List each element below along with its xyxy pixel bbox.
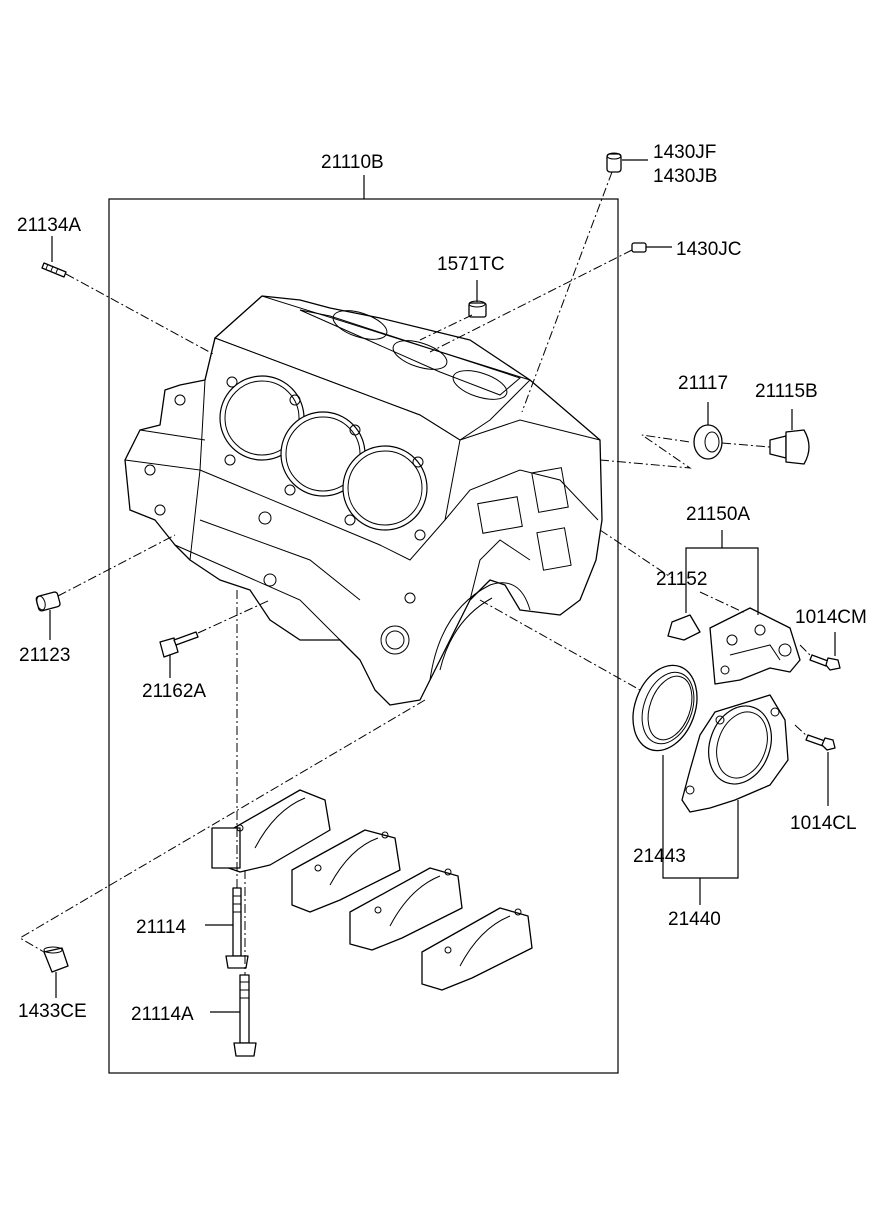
label-1014cl: 1014CL — [790, 813, 857, 834]
label-1430jf: 1430JF — [653, 142, 716, 163]
label-1433ce: 1433CE — [18, 1001, 87, 1022]
assembly-frame — [108, 175, 619, 1074]
gasket-21152-part — [667, 614, 701, 641]
washer-21117-part — [693, 402, 723, 460]
label-21123: 21123 — [19, 645, 70, 666]
label-1571tc: 1571TC — [437, 254, 505, 275]
label-21114a: 21114A — [131, 1004, 194, 1025]
leader-21134a — [65, 273, 216, 356]
label-21134a: 21134A — [17, 215, 81, 236]
label-21152: 21152 — [656, 569, 707, 590]
label-21440: 21440 — [668, 909, 721, 930]
bearing-cap-bolt-21114-part — [205, 887, 249, 969]
bolt-1014cm-part — [809, 632, 841, 671]
label-1430jc: 1430JC — [676, 239, 742, 260]
main-bearing-cap-4-part — [421, 907, 533, 991]
main-bearing-cap-1-part — [211, 789, 331, 873]
label-21114: 21114 — [136, 917, 186, 938]
plug-1571tc-part — [468, 280, 487, 318]
label-1430jb: 1430JB — [653, 166, 717, 187]
seal-retainer-21440-part — [681, 694, 789, 813]
leader-1433ce — [19, 699, 426, 953]
main-bearing-cap-3-part — [349, 867, 463, 951]
bolt-1014cl-part — [805, 734, 836, 806]
label-21162a: 21162A — [142, 681, 206, 702]
oil-seal-21443-part — [632, 664, 698, 752]
plug-21123-part — [35, 591, 61, 640]
leader-21123 — [57, 534, 176, 597]
main-bearing-cap-2-part — [291, 829, 401, 913]
bearing-cap-bolt-21114a-part — [210, 974, 257, 1057]
leader-21117 — [599, 434, 692, 469]
label-21110b: 21110B — [321, 152, 384, 173]
leader-21152 — [599, 529, 673, 579]
cover-21150a-part — [709, 607, 801, 685]
label-21115b: 21115B — [755, 381, 818, 402]
cylinder-block-part — [124, 295, 603, 706]
pin-1430jc-part — [631, 242, 672, 253]
leader-1430jc — [429, 249, 633, 353]
label-21443: 21443 — [633, 846, 686, 867]
stud-21134a-part — [41, 236, 67, 278]
label-1014cm: 1014CM — [795, 607, 867, 628]
bolt-21162a-part — [159, 631, 199, 678]
dowel-1433ce-part — [43, 946, 69, 998]
leader-21443 — [479, 599, 641, 691]
leader-21115b — [721, 442, 771, 448]
drain-plug-21115b-part — [769, 409, 810, 465]
label-21150a: 21150A — [686, 504, 750, 525]
leader-21162a — [197, 599, 271, 634]
label-21117: 21117 — [678, 373, 728, 394]
leader-1430jf — [521, 171, 613, 413]
dowel-pin-1430jf-part — [606, 152, 648, 173]
